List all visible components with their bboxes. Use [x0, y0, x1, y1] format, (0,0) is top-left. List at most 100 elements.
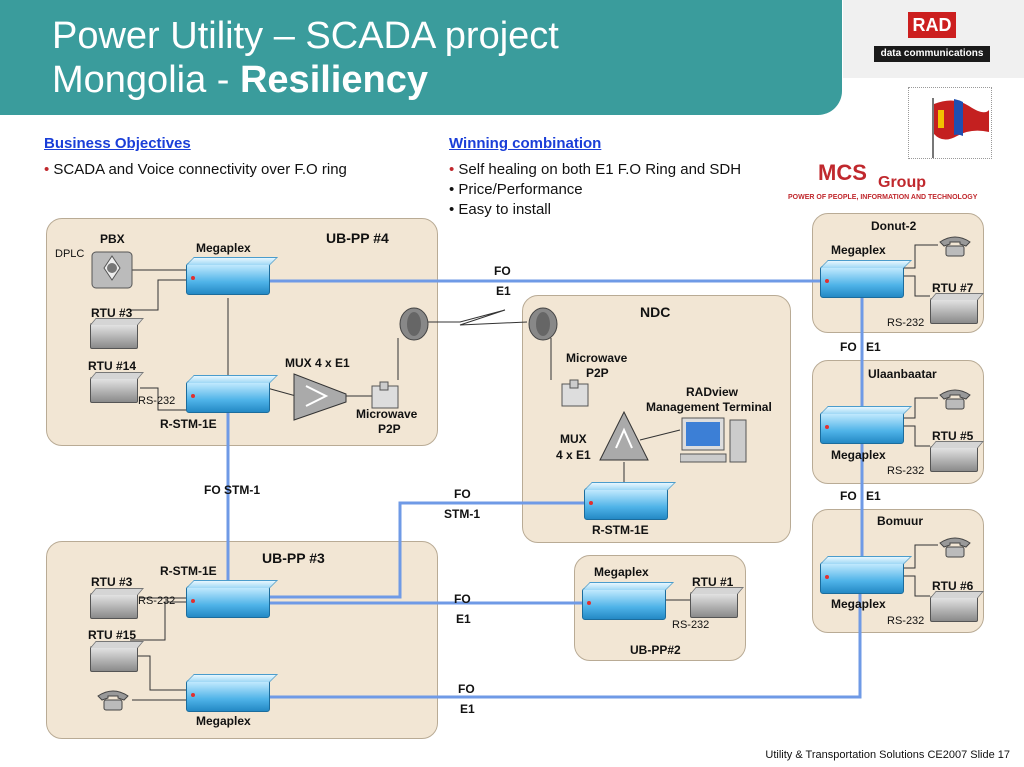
business-bullet-text: SCADA and Voice connectivity over F.O ri…	[53, 161, 347, 178]
mux-ubpp4-icon	[293, 373, 347, 421]
fo-label-top: FO	[494, 264, 511, 278]
title-line-2-bold: Resiliency	[239, 59, 428, 101]
e1-label-bottom: E1	[460, 702, 475, 716]
mcs-group-logo: MCS Group POWER OF PEOPLE, INFORMATION A…	[788, 160, 1024, 204]
rtu7-label: RTU #7	[932, 281, 974, 295]
mux-ubpp4-label: MUX 4 x E1	[285, 356, 350, 370]
rtu15-label: RTU #15	[88, 628, 137, 642]
e1-label-top: E1	[496, 284, 511, 298]
ndc-microwave-label: Microwave	[566, 351, 628, 365]
rtu3-ubpp3	[90, 593, 138, 619]
winning-bullet-1: • Self healing on both E1 F.O Ring and S…	[449, 161, 742, 178]
rstm-ubpp3	[186, 586, 270, 618]
radview-label: RADview	[686, 385, 739, 399]
megaplex-ulaanbaatar-label: Megaplex	[831, 448, 886, 462]
fo-label-stm: FO	[454, 487, 471, 501]
dplc-label: DPLC	[55, 248, 85, 260]
business-objectives-heading: Business Objectives	[44, 135, 191, 152]
phone-icon	[97, 690, 129, 711]
microwave-ubpp4-label: Microwave	[356, 407, 418, 421]
pbx-icon	[91, 251, 133, 289]
rs232-ubpp4-label: RS-232	[138, 395, 176, 407]
mcs-tagline: POWER OF PEOPLE, INFORMATION AND TECHNOL…	[788, 194, 978, 201]
winning-bullet-1-text: Self healing on both E1 F.O Ring and SDH	[458, 161, 742, 178]
ndc-microwave-dish-icon	[528, 307, 558, 341]
rtu5-label: RTU #5	[932, 429, 974, 443]
fo-label-ubpp2: FO	[454, 592, 471, 606]
rtu6-label: RTU #6	[932, 579, 974, 593]
link-fo-stm1-right	[267, 501, 585, 599]
e1-label-donut: E1	[866, 340, 881, 354]
rs232-ubpp3-label: RS-232	[138, 595, 176, 607]
title-banner: Power Utility – SCADA project Mongolia -…	[0, 0, 842, 115]
microwave-radio-icon	[371, 381, 399, 409]
ndc-title: NDC	[640, 304, 671, 320]
microwave-dish-icon	[399, 307, 429, 341]
slide-footer: Utility & Transportation Solutions CE200…	[765, 749, 1010, 761]
ulaanbaatar-title: Ulaanbaatar	[868, 367, 937, 381]
rtu3-ubpp4	[90, 323, 138, 349]
rtu1	[690, 592, 738, 618]
rtu1-label: RTU #1	[692, 575, 734, 589]
ndc-mux-4e1-label: 4 x E1	[556, 448, 591, 462]
ndc-p2p-label: P2P	[586, 366, 609, 380]
winning-combination-heading: Winning combination	[449, 135, 602, 152]
rad-logo: RAD	[908, 12, 956, 38]
ndc-mux-icon	[599, 410, 649, 461]
rtu14	[90, 377, 138, 403]
rs232-donut2-label: RS-232	[887, 317, 925, 329]
title-line-1: Power Utility – SCADA project	[52, 15, 559, 57]
rs232-ubpp2-label: RS-232	[672, 619, 710, 631]
winning-bullet-3: • Easy to install	[449, 201, 551, 218]
megaplex-ubpp3-label: Megaplex	[196, 714, 251, 728]
ubpp3-title: UB-PP #3	[262, 550, 325, 566]
megaplex-donut2	[820, 266, 904, 298]
megaplex-ubpp2	[582, 588, 666, 620]
ubpp2-title: UB-PP#2	[630, 643, 681, 657]
e1-label-ubpp2: E1	[456, 612, 471, 626]
rtu5	[930, 446, 978, 472]
rs232-ulaanbaatar-label: RS-232	[887, 465, 925, 477]
fo-stm1-left-label: FO STM-1	[204, 483, 260, 497]
megaplex-ubpp4	[186, 263, 270, 295]
rtu15	[90, 646, 138, 672]
management-terminal-label: Management Terminal	[646, 400, 772, 414]
bomuur-title: Bomuur	[877, 514, 923, 528]
rstm-ubpp4-label: R-STM-1E	[160, 417, 217, 431]
link-fo-e1-bottom	[267, 584, 862, 699]
mongolia-flag-icon	[908, 87, 992, 159]
business-bullet: • SCADA and Voice connectivity over F.O …	[44, 161, 347, 178]
megaplex-bomuur-label: Megaplex	[831, 597, 886, 611]
stm1-label: STM-1	[444, 507, 480, 521]
rtu14-label: RTU #14	[88, 359, 137, 373]
mcs-group-text: Group	[878, 174, 926, 191]
rtu3-ubpp4-label: RTU #3	[91, 306, 133, 320]
donut2-phone-icon	[939, 236, 971, 257]
rstm-ubpp3-label: R-STM-1E	[160, 564, 217, 578]
megaplex-ubpp3	[186, 680, 270, 712]
winning-bullet-2: • Price/Performance	[449, 181, 583, 198]
megaplex-bomuur	[820, 562, 904, 594]
title-line-2-plain: Mongolia -	[52, 59, 240, 101]
management-terminal-icon	[680, 417, 747, 463]
megaplex-ulaanbaatar	[820, 412, 904, 444]
ndc-microwave-radio-icon	[561, 379, 589, 407]
title-line-2: Mongolia - Resiliency	[52, 58, 559, 102]
slide-title: Power Utility – SCADA project Mongolia -…	[52, 14, 559, 102]
ubpp4-title: UB-PP #4	[326, 230, 389, 246]
pbx-label: PBX	[100, 232, 125, 246]
rstm-ndc	[584, 488, 668, 520]
ndc-mux-label: MUX	[560, 432, 587, 446]
fo-label-bottom: FO	[458, 682, 475, 696]
rstm-ndc-label: R-STM-1E	[592, 523, 649, 537]
fo-label-ulaan: FO	[840, 489, 857, 503]
megaplex-ubpp2-label: Megaplex	[594, 565, 649, 579]
rtu7	[930, 298, 978, 324]
rstm-ubpp4	[186, 381, 270, 413]
rs232-bomuur-label: RS-232	[887, 615, 925, 627]
mcs-logo-text: MCS	[818, 160, 867, 185]
fo-label-donut: FO	[840, 340, 857, 354]
ulaanbaatar-phone-icon	[939, 389, 971, 410]
winning-bullet-3-text: Easy to install	[458, 201, 551, 218]
